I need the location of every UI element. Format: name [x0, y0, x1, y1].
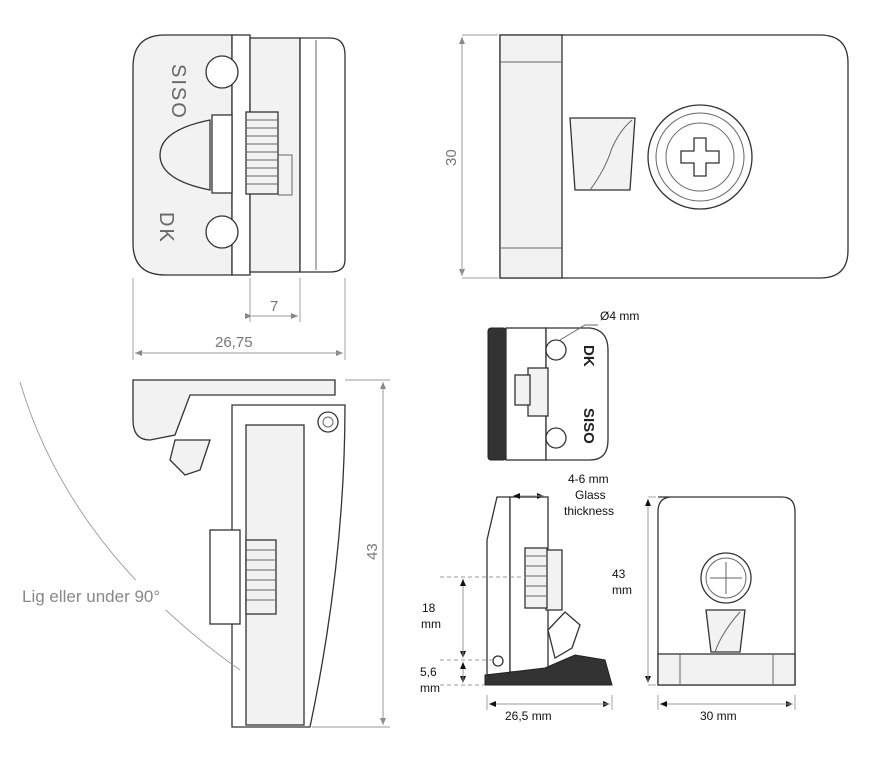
dimension-43-right-unit: mm	[612, 583, 632, 597]
glass-thickness-line2: Glass	[575, 488, 606, 502]
dimension-43-left: 43	[364, 543, 381, 560]
dimension-26-5: 26,5 mm	[505, 709, 552, 723]
brand-small-siso: SISO	[580, 408, 597, 444]
dimension-30-mm: 30 mm	[700, 709, 737, 723]
brand-text-siso: SISO	[167, 64, 189, 120]
view-small-side: DK SISO Ø4 mm 4-6 mm Glass thickness	[487, 309, 639, 518]
view-top-left: SISO DK 7 26,75	[132, 34, 346, 360]
dimension-43-right: 43	[612, 567, 626, 581]
dimension-5-6: 5,6	[420, 665, 437, 679]
hole-diameter-label: Ø4 mm	[600, 309, 639, 323]
dimension-26-75: 26,75	[215, 334, 253, 351]
brand-text-dk: DK	[155, 212, 177, 244]
glass-thickness-line1: 4-6 mm	[568, 472, 609, 486]
glass-thickness-line3: thickness	[564, 504, 614, 518]
angle-note: Lig eller under 90°	[22, 587, 160, 606]
brand-small-dk: DK	[580, 345, 597, 367]
view-bottom-left: 43 Lig eller under 90°	[19, 379, 390, 728]
dimension-18-unit: mm	[421, 617, 441, 631]
view-top-right: 30	[443, 34, 849, 279]
dimension-5-6-unit: mm	[420, 681, 440, 695]
dimension-7: 7	[270, 298, 278, 315]
view-bottom-right: 43 mm 30 mm	[612, 496, 796, 723]
view-bottom-middle: 18 mm 5,6 mm 26,5 mm	[420, 493, 613, 723]
dimension-18: 18	[422, 601, 436, 615]
dimension-30: 30	[443, 149, 460, 166]
